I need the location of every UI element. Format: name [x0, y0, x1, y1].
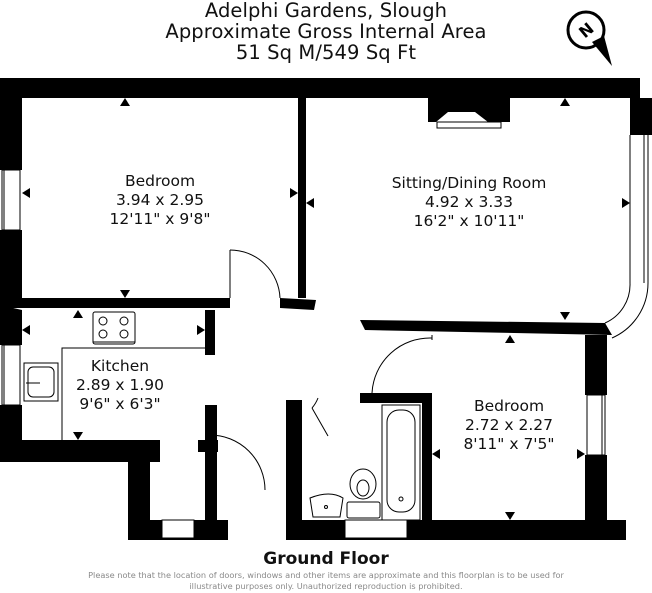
- room-imperial: 12'11" x 9'8": [109, 210, 211, 228]
- north-arrow-icon: N: [566, 10, 612, 66]
- room-kitchen: Kitchen 2.89 x 1.90 9'6" x 6'3": [76, 357, 164, 414]
- area-value: 51 Sq M/549 Sq Ft: [235, 41, 417, 64]
- room-imperial: 9'6" x 6'3": [79, 395, 161, 413]
- floor-label: Ground Floor: [263, 549, 389, 569]
- room-metric: 4.92 x 3.33: [424, 193, 514, 211]
- room-metric: 2.89 x 1.90: [75, 376, 165, 394]
- property-address: Adelphi Gardens, Slough: [204, 0, 448, 22]
- room-bedroom-2: Bedroom 2.72 x 2.27 8'11" x 7'5": [463, 397, 554, 454]
- plan-header: Adelphi Gardens, Slough Approximate Gros…: [0, 0, 652, 63]
- room-name: Sitting/Dining Room: [391, 174, 547, 192]
- room-metric: 2.72 x 2.27: [464, 416, 554, 434]
- room-metric: 3.94 x 2.95: [115, 191, 205, 209]
- area-label: Approximate Gross Internal Area: [165, 20, 487, 43]
- room-imperial: 16'2" x 10'11": [413, 212, 525, 230]
- walls: [0, 78, 652, 540]
- bath-icon: [381, 404, 421, 521]
- room-sitting-dining: Sitting/Dining Room 4.92 x 3.33 16'2" x …: [392, 174, 547, 231]
- toilet-icon: [346, 468, 381, 519]
- room-name: Bedroom: [124, 172, 196, 190]
- disclaimer-text: Please note that the location of doors, …: [88, 570, 564, 591]
- room-imperial: 8'11" x 7'5": [463, 435, 555, 453]
- room-name: Bedroom: [473, 397, 545, 415]
- dimension-markers: [22, 98, 630, 520]
- hob-icon: [92, 311, 136, 345]
- fireplace-icon: [428, 98, 510, 122]
- sink-icon: [23, 362, 59, 402]
- windows-and-doors: [1, 121, 649, 539]
- room-bedroom-1: Bedroom 3.94 x 2.95 12'11" x 9'8": [110, 172, 211, 229]
- room-name: Kitchen: [90, 357, 150, 375]
- basin-icon: [309, 493, 344, 518]
